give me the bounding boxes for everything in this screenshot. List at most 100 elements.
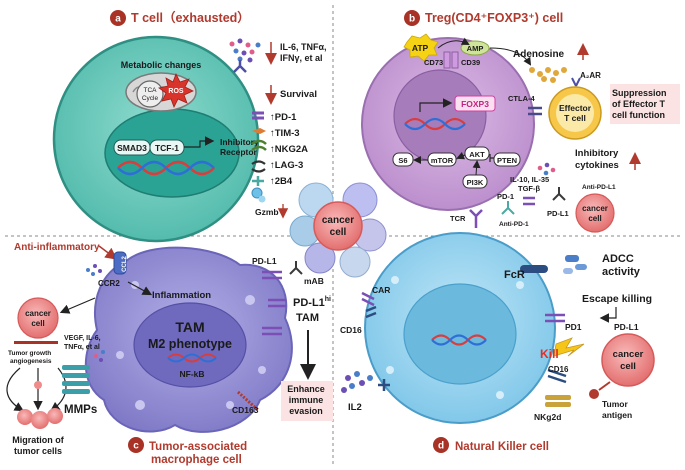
metabolic-changes-label: Metabolic changes <box>121 60 202 70</box>
tam-label: TAM <box>175 319 204 335</box>
badge-d <box>433 437 449 453</box>
tam-cancer-label-2: cell <box>31 319 44 328</box>
migrating-cell-small <box>34 381 42 389</box>
anti-pdl1-antibody-icon <box>552 187 566 201</box>
adcc-label-1: ADCC <box>602 253 634 265</box>
smad3-label: SMAD3 <box>117 143 147 153</box>
badge-a-label: a <box>115 14 121 25</box>
panel-c-title-1: Tumor-associated <box>149 441 247 453</box>
escape-killing-label: Escape killing <box>582 293 652 305</box>
receptor-glyphs <box>251 111 267 186</box>
mtor-label: mTOR <box>431 156 454 165</box>
ccr2-label: CCR2 <box>98 279 120 288</box>
gzmb-label: Gzmb <box>255 207 279 217</box>
growth-bar <box>14 341 58 344</box>
panel-a-tcell: a T cell（exhausted） TCA Cycle ROS Metabo… <box>52 10 327 243</box>
panel-d-nk: FcR ADCC activity CAR CD16 Escape killin… <box>340 232 655 453</box>
akt-to-mtor-arrow <box>456 151 466 160</box>
center-cancer-cluster: cancer cell <box>289 182 387 278</box>
migration-arrow-left <box>6 367 25 412</box>
inflammation-arrow <box>127 281 153 296</box>
pten-box <box>493 152 521 167</box>
nkg2d-label: NKg2d <box>534 412 561 422</box>
fcr-receptor-icon <box>520 265 548 273</box>
tcf1-label: TCF-1 <box>155 143 179 153</box>
tam-cancer-cell <box>17 297 59 339</box>
il2-receptor-icon <box>378 379 390 391</box>
tumor-antigen-label-1: Tumor <box>602 399 629 409</box>
panel-a-title: T cell（exhausted） <box>131 10 250 25</box>
tam-nucleus <box>133 302 247 388</box>
badge-a <box>110 10 126 26</box>
cytokine-receptor-icon <box>233 60 247 73</box>
nk-cancer-cell <box>601 333 655 387</box>
s6-label: S6 <box>398 156 407 165</box>
a2ar-receptor-icon <box>571 77 581 87</box>
center-cancer-label-2: cell <box>330 227 347 238</box>
kill-lightning-icon <box>553 337 585 357</box>
pten-label: PTEN <box>497 156 517 165</box>
survival-label: Survival <box>280 89 317 100</box>
anti-pdl1-label: Anti-PD-L1 <box>582 184 616 191</box>
car-label: CAR <box>372 285 390 295</box>
nk-dna-icon <box>431 334 487 346</box>
foxp3-label: FOXP3 <box>461 99 489 109</box>
nkg2d-receptor-bar-1 <box>545 395 571 400</box>
tam-vesicles <box>116 281 266 410</box>
cd163-receptor-icon <box>236 390 260 412</box>
panel-b-treg: b Treg(CD4⁺FOXP3⁺) cell ATP AMP CD73 CD3… <box>361 10 680 233</box>
panel-b-title: Treg(CD4⁺FOXP3⁺) cell <box>425 11 563 25</box>
treg-cytokine-dots <box>537 162 556 176</box>
tam-to-cancer-arrow <box>59 297 96 314</box>
effector-tcell-inner <box>556 94 594 132</box>
pten-inhibit <box>489 154 494 162</box>
suppression-label-2: of Effector T <box>612 99 666 109</box>
atp-label: ATP <box>412 43 429 53</box>
inhibitory-cytokines-label-2: cytokines <box>575 160 619 171</box>
tgfb-label: TGF-β <box>518 184 540 193</box>
car-receptor-icon <box>361 291 375 307</box>
anti-inflammatory-label: Anti-inflammatory <box>14 242 100 253</box>
nfkb-label: NF-kB <box>179 369 204 379</box>
badge-c <box>128 437 144 453</box>
growth-label-1: Tumor growth <box>8 350 51 357</box>
pdl1hi-label: PD-L1hi <box>293 296 331 309</box>
pi3k-box <box>462 174 488 189</box>
atp-burst-icon <box>403 33 439 62</box>
tca-label: TCA <box>144 87 158 94</box>
ccl2-box <box>113 251 127 275</box>
nk-pd1-receptor-icon <box>545 313 565 323</box>
pdl1-label: PD-L1 <box>547 209 569 218</box>
suppression-box <box>610 84 680 124</box>
anti-inflammatory-arrow <box>98 245 118 260</box>
ros-burst-icon <box>158 73 194 108</box>
mmps-icon <box>62 365 90 394</box>
pi3k-label: PI3K <box>467 178 484 187</box>
foxp3-arrow <box>419 98 453 112</box>
tumor-antigen-label-2: antigen <box>602 410 632 420</box>
mab-antibody-icon <box>289 261 303 275</box>
adcc-label-2: activity <box>602 266 641 278</box>
adenosine-label: Adenosine <box>513 49 565 60</box>
pd1-label: PD-1 <box>497 192 514 201</box>
cluster-cell-violet-3 <box>304 242 336 274</box>
ctla4-label: CTLA-4 <box>508 94 535 103</box>
nk-pd1-label: PD1 <box>565 322 582 332</box>
tam-cancer-label-1: cancer <box>25 309 51 318</box>
badge-d-label: d <box>438 441 444 452</box>
anti-pd1-label: Anti-PD-1 <box>499 221 529 228</box>
tumor-antigen-icon <box>589 389 599 399</box>
cd73-label: CD73 <box>424 58 443 67</box>
panel-d-title: Natural Killer cell <box>455 441 549 453</box>
panel-c-title-2: macrophage cell <box>151 454 242 466</box>
inhibitory-cytokines-label-1: Inhibitory <box>575 148 619 159</box>
effector-label-2: T cell <box>564 113 586 123</box>
ros-label: ROS <box>168 88 184 95</box>
il2-label: IL2 <box>348 402 362 413</box>
kill-label: Kill <box>540 347 559 361</box>
dna-icon <box>117 160 215 176</box>
vegf-label-2: TNFα, et al <box>64 344 100 351</box>
migrating-cell-2 <box>31 411 49 429</box>
mmps-label: MMPs <box>64 404 97 416</box>
